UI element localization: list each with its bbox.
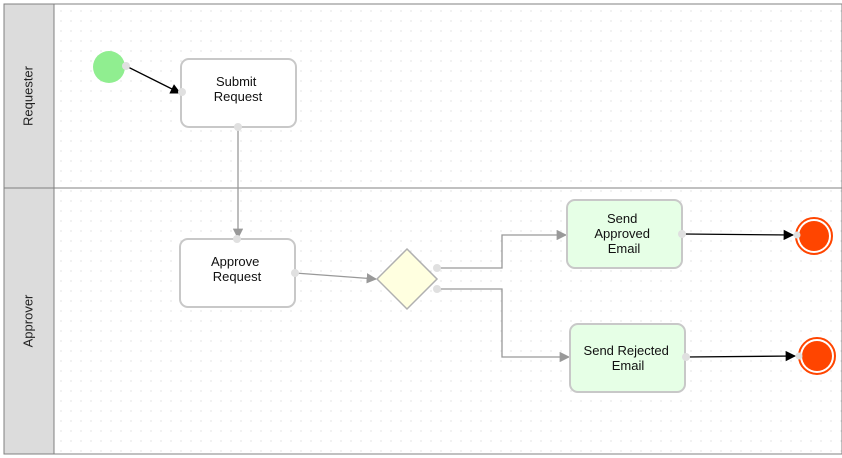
label-line: Request <box>214 89 263 104</box>
lane-requester-label: Requester <box>20 65 35 126</box>
label-line: Approve <box>211 254 259 269</box>
flow-approved-to-end[interactable] <box>682 229 795 241</box>
port <box>682 353 690 361</box>
flow-gateway-to-approved[interactable] <box>437 229 568 269</box>
end-event-core <box>799 221 829 251</box>
end-event-core <box>802 341 832 371</box>
label-line: Submit <box>216 74 257 89</box>
task-send-approved-email-label: Send Approved Email <box>594 211 653 256</box>
label-line: Email <box>608 241 641 256</box>
canvas-grid <box>54 4 842 454</box>
start-event-circle <box>93 51 125 83</box>
port <box>234 123 242 131</box>
lane-approver[interactable]: Approver <box>3 187 842 455</box>
task-approve-request[interactable]: Approve Request <box>179 235 299 308</box>
port <box>795 352 803 360</box>
task-submit-request[interactable]: Submit Request <box>178 58 297 131</box>
gateway-diamond <box>375 247 439 311</box>
end-event-approved[interactable] <box>793 217 833 255</box>
label-line: Email <box>612 358 645 373</box>
flow-approve-to-gateway[interactable] <box>294 272 378 284</box>
lane-approver-label: Approver <box>20 294 35 347</box>
task-send-approved-email[interactable]: Send Approved Email <box>566 199 686 269</box>
task-send-rejected-email[interactable]: Send Rejected Email <box>569 323 690 393</box>
label-line: Approved <box>594 226 650 241</box>
port <box>433 264 441 272</box>
port <box>678 230 686 238</box>
start-event[interactable] <box>93 51 130 83</box>
label-line: Request <box>213 269 262 284</box>
task-approve-request-label: Approve Request <box>211 254 263 284</box>
flow-rejected-to-end[interactable] <box>685 350 797 362</box>
lane-requester-header <box>3 3 55 189</box>
flow-gateway-to-rejected[interactable] <box>437 288 571 363</box>
task-submit-request-label: Submit Request <box>214 74 263 104</box>
label-line: Send <box>607 211 637 226</box>
label-line: Send Rejected <box>584 343 669 358</box>
port <box>291 269 299 277</box>
port <box>122 62 130 70</box>
end-event-rejected[interactable] <box>795 337 836 375</box>
sequence-flows <box>125 65 797 363</box>
exclusive-gateway[interactable] <box>375 247 441 311</box>
lane-requester[interactable]: Requester <box>3 3 842 189</box>
task-send-rejected-email-label: Send Rejected Email <box>584 343 673 373</box>
port <box>233 235 241 243</box>
port <box>793 231 801 239</box>
port <box>433 285 441 293</box>
port <box>178 88 186 96</box>
flow-start-to-submit[interactable] <box>125 65 181 94</box>
lane-approver-body <box>53 187 842 455</box>
